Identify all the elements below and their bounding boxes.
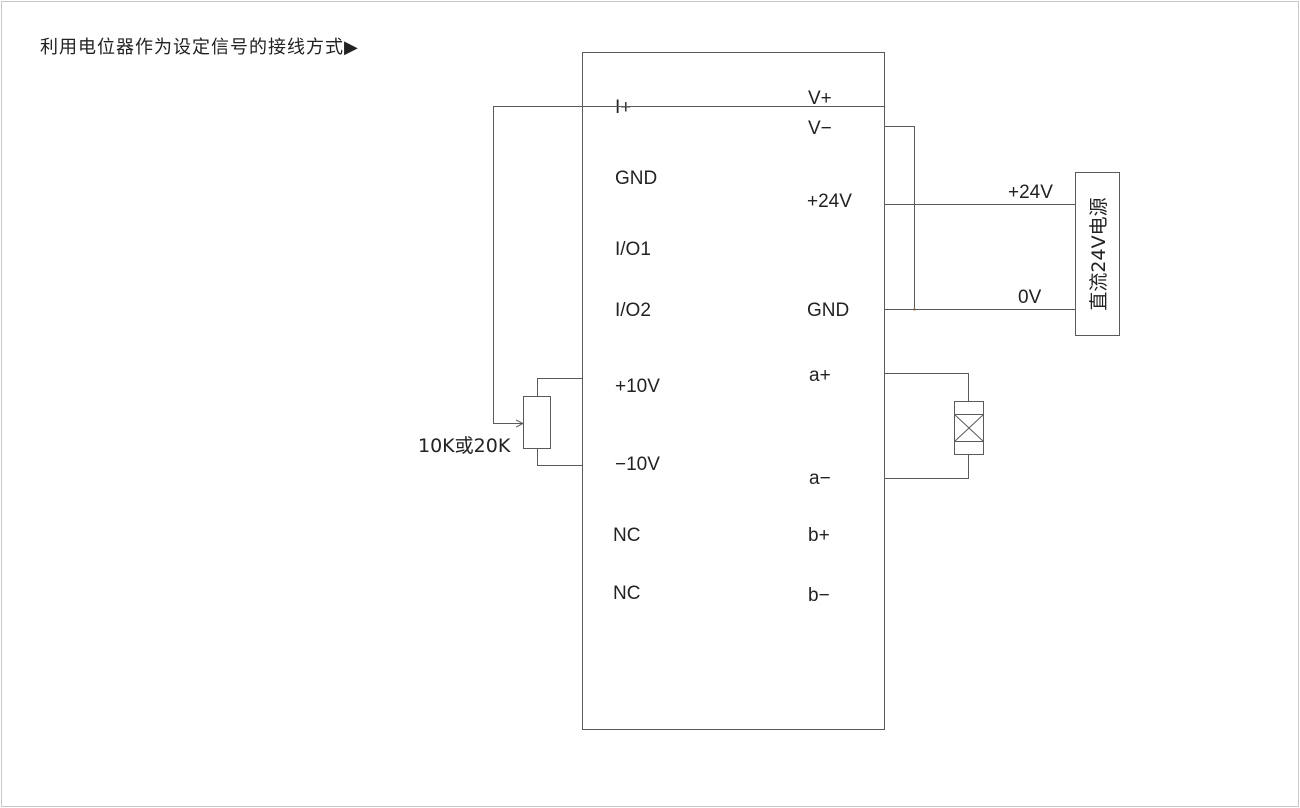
terminal-gnd-left: GND bbox=[615, 168, 657, 189]
supply-plus-label: +24V bbox=[1008, 182, 1053, 203]
terminal-plus-24v: +24V bbox=[807, 191, 852, 212]
module-box bbox=[582, 52, 885, 730]
terminal-minus-10v: −10V bbox=[615, 454, 660, 475]
power-supply-box bbox=[1075, 172, 1120, 336]
terminal-a-plus: a+ bbox=[809, 365, 831, 386]
terminal-i-plus: I+ bbox=[615, 97, 631, 118]
terminal-a-minus: a− bbox=[809, 468, 831, 489]
load-cross-2 bbox=[954, 414, 984, 442]
terminal-io2: I/O2 bbox=[615, 300, 651, 321]
wire-minus-10v bbox=[537, 448, 583, 466]
wire-a-minus bbox=[884, 454, 969, 479]
terminal-b-plus: b+ bbox=[808, 525, 830, 546]
wire-plus-10v bbox=[537, 378, 583, 397]
wire-i-plus-to-wiper bbox=[493, 106, 885, 424]
page-title: 利用电位器作为设定信号的接线方式▶ bbox=[40, 37, 359, 58]
supply-zero-label: 0V bbox=[1018, 287, 1042, 308]
potentiometer bbox=[523, 396, 551, 449]
terminal-io1: I/O1 bbox=[615, 239, 651, 260]
terminal-plus-10v: +10V bbox=[615, 376, 660, 397]
terminal-v-minus: V− bbox=[808, 118, 832, 139]
power-supply-label: 直流24V电源 bbox=[1088, 197, 1110, 310]
wire-a-plus bbox=[884, 373, 969, 402]
terminal-b-minus: b− bbox=[808, 585, 830, 606]
terminal-nc-2: NC bbox=[613, 583, 640, 604]
wire-v-minus-to-gnd bbox=[884, 126, 915, 310]
potentiometer-label: 10K或20K bbox=[418, 435, 511, 457]
terminal-nc-1: NC bbox=[613, 525, 640, 546]
terminal-gnd-right: GND bbox=[807, 300, 849, 321]
terminal-v-plus: V+ bbox=[808, 88, 832, 109]
